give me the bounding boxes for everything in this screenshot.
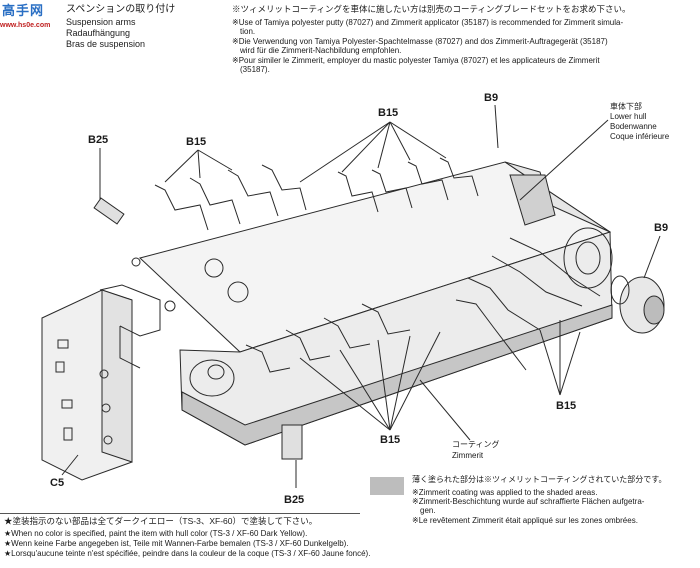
note-fr-2: (35187).: [240, 65, 270, 74]
section-title-jp: スペンションの取り付け: [66, 4, 176, 15]
part-label-b15-right: B15: [556, 400, 577, 412]
section-title-fr: Bras de suspension: [66, 39, 146, 49]
legend-de-2: gen.: [420, 506, 436, 515]
b25-axle-top: [93, 148, 125, 225]
legend-fr: ※Le revêtement Zimmerit était appliqué s…: [412, 516, 638, 525]
callout-lower-hull-fr: Coque inférieure: [610, 132, 670, 141]
color-note-de: ★Wenn keine Farbe angegeben ist, Teile m…: [4, 539, 349, 548]
callout-lower-hull-en: Lower hull: [610, 112, 647, 121]
part-label-b25-top: B25: [88, 134, 109, 146]
suspension-arms-side: [245, 237, 601, 373]
note-fr-1: ※Pour similer le Zimmerit, employer du m…: [232, 56, 600, 65]
color-note-en: ★When no color is specified, paint the i…: [4, 529, 308, 538]
note-de-2: wird für die Zimmerit-Nachbildung empfoh…: [240, 46, 402, 55]
color-note-jp: ★塗装指示のない部品は全てダークイエロー（TS-3、XF-60）で塗装して下さい…: [4, 516, 318, 526]
callout-lower-hull-de: Bodenwanne: [610, 122, 657, 131]
part-label-c5: C5: [50, 477, 65, 489]
part-label-b15-left: B15: [186, 136, 207, 148]
color-note-fr: ★Lorsqu'aucune teinte n'est spécifiée, p…: [4, 549, 371, 558]
legend-jp: 薄く塗られた部分は※ツィメリットコーティングされていた部分です。: [412, 475, 667, 484]
logo-url: www.hs0e.com: [0, 22, 51, 29]
section-title-en: Suspension arms: [66, 17, 136, 27]
shade-swatch: [370, 477, 404, 495]
note-en-1: ※Use of Tamiya polyester putty (87027) a…: [232, 18, 624, 27]
logo-mark: 高手网: [2, 3, 45, 18]
bottom-divider: [0, 513, 360, 514]
callout-lower-hull-jp: 車体下部: [610, 102, 642, 111]
suspension-arms-top-left: [154, 164, 307, 231]
hull-rear-shaded: [509, 174, 556, 226]
suspension-arms-top-right: [337, 157, 479, 213]
callout-coating-jp: コーティング: [452, 440, 500, 449]
part-label-b15-mid: B15: [378, 107, 399, 119]
b25-axle-bottom: [281, 424, 303, 488]
part-label-b9-right: B9: [654, 222, 669, 234]
site-logo: 高手网 www.hs0e.com: [0, 0, 60, 34]
part-label-b9-top: B9: [484, 92, 499, 104]
note-jp: ※ツィメリットコーティングを車体に施したい方は別売のコーティングブレードセットを…: [232, 4, 631, 14]
legend-en: ※Zimmerit coating was applied to the sha…: [412, 488, 598, 497]
section-title-de: Radaufhängung: [66, 28, 131, 38]
part-label-b25-bottom: B25: [284, 494, 305, 506]
part-label-b15-bottom: B15: [380, 434, 401, 446]
note-en-2: tion.: [240, 27, 256, 36]
note-de-1: ※Die Verwendung von Tamiya Polyester-Spa…: [232, 37, 608, 46]
legend-de-1: ※Zimmerit-Beschichtung wurde auf schraff…: [412, 497, 645, 506]
callout-coating-en: Zimmerit: [452, 451, 484, 460]
